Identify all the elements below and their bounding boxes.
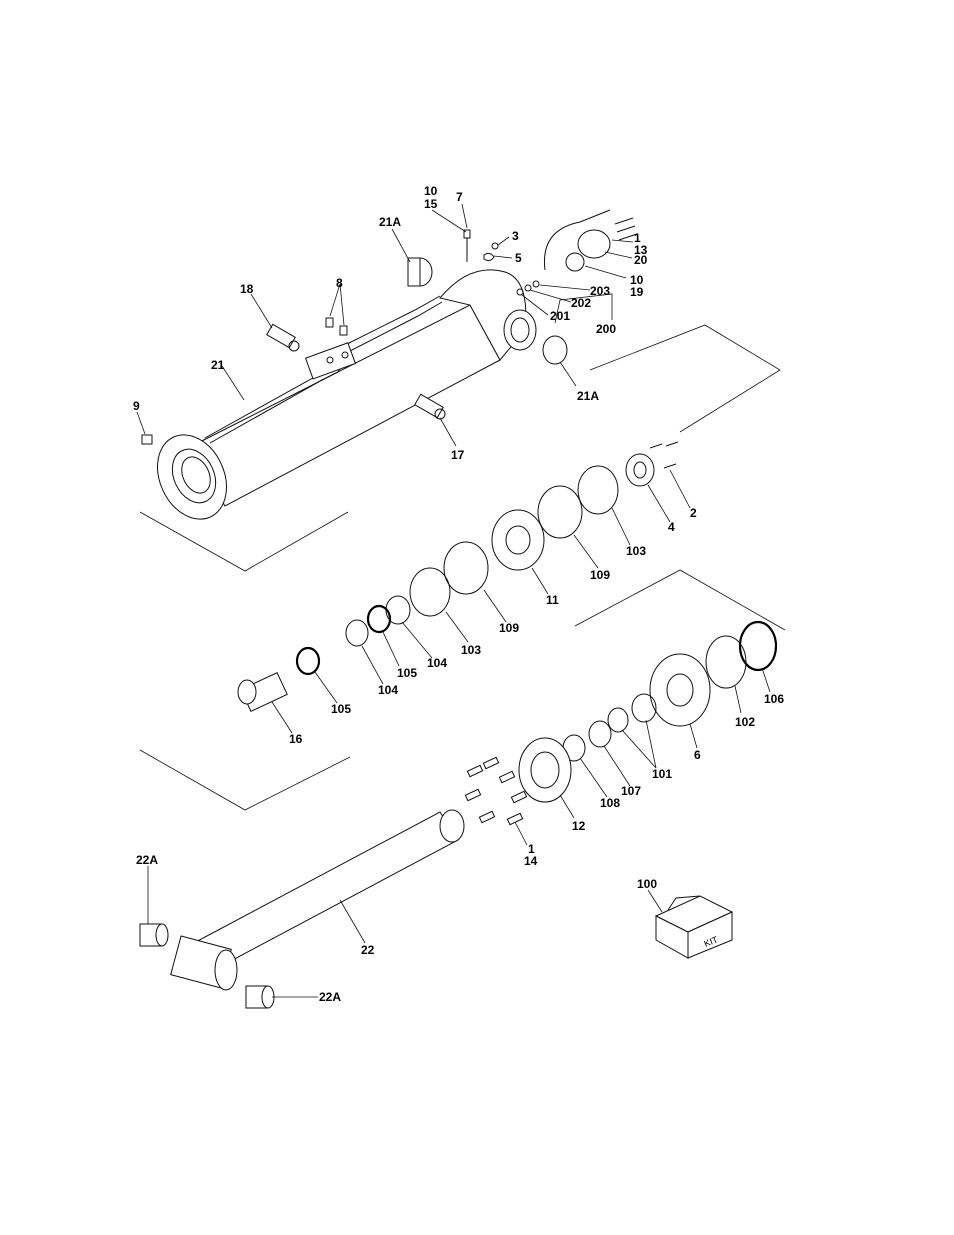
callout-1: 1 [634, 231, 641, 245]
callout-15: 15 [424, 197, 438, 211]
bushing-22a [139, 923, 275, 1009]
callout-107: 107 [621, 784, 641, 798]
callout-8: 8 [336, 276, 343, 290]
callout-102: 102 [735, 715, 755, 729]
fitting-17 [414, 393, 446, 420]
small-parts-top [463, 229, 499, 262]
callout-108: 108 [600, 796, 620, 810]
callout-203: 203 [590, 284, 610, 298]
callout-12: 12 [572, 819, 586, 833]
fitting-18 [266, 323, 300, 352]
callout-6: 6 [694, 748, 701, 762]
callout-109-b: 109 [499, 621, 519, 635]
callout-103: 103 [626, 544, 646, 558]
callout-101: 101 [652, 767, 672, 781]
callout-20: 20 [634, 253, 648, 267]
callout-105-b: 105 [331, 702, 351, 716]
callout-11: 11 [546, 593, 559, 607]
cylinder-barrel [157, 269, 537, 520]
callout-21: 21 [211, 358, 225, 372]
plug-9 [141, 434, 153, 445]
bushing-16 [237, 672, 288, 712]
reference-lines [139, 324, 786, 811]
callout-13: 13 [634, 243, 648, 257]
callout-19: 19 [630, 285, 644, 299]
callout-109: 109 [590, 568, 610, 582]
callout-104: 104 [427, 656, 447, 670]
callout-106: 106 [764, 692, 784, 706]
callout-100: 100 [637, 877, 657, 891]
callout-200: 200 [596, 322, 616, 336]
callout-18: 18 [240, 282, 254, 296]
kit-box: KIT [654, 895, 734, 959]
callout-21a-mid: 21A [577, 389, 599, 403]
callout-10: 10 [424, 184, 438, 198]
callout-3: 3 [512, 229, 519, 243]
callout-16: 16 [289, 732, 303, 746]
callout-21a: 21A [379, 215, 401, 229]
callout-103-b: 103 [461, 643, 481, 657]
callout-1-b: 1 [528, 842, 535, 856]
callout-4: 4 [668, 520, 675, 534]
callout-17: 17 [451, 448, 465, 462]
callout-201: 201 [550, 309, 570, 323]
bushing-21a-upper [407, 257, 568, 365]
callout-10-b: 10 [630, 273, 644, 287]
callout-105: 105 [397, 666, 417, 680]
leader-lines [136, 203, 771, 998]
head-group [518, 620, 778, 803]
callout-14: 14 [524, 854, 538, 868]
callout-7: 7 [456, 190, 463, 204]
plugs-8 [325, 317, 348, 336]
callout-22a-b: 22A [319, 990, 341, 1004]
callout-9: 9 [133, 399, 140, 413]
callout-22: 22 [361, 943, 375, 957]
callout-22a: 22A [136, 853, 158, 867]
piston-assembly [295, 441, 679, 676]
valve-block-group [516, 209, 638, 296]
callout-labels: 10 15 7 21A 3 5 1 13 20 10 19 203 202 20… [133, 184, 784, 1004]
bolts-1-14 [464, 756, 528, 826]
callout-202: 202 [571, 296, 591, 310]
callout-2: 2 [690, 506, 697, 520]
callout-104-b: 104 [378, 683, 398, 697]
piston-rod [170, 809, 465, 991]
callout-5: 5 [515, 251, 522, 265]
